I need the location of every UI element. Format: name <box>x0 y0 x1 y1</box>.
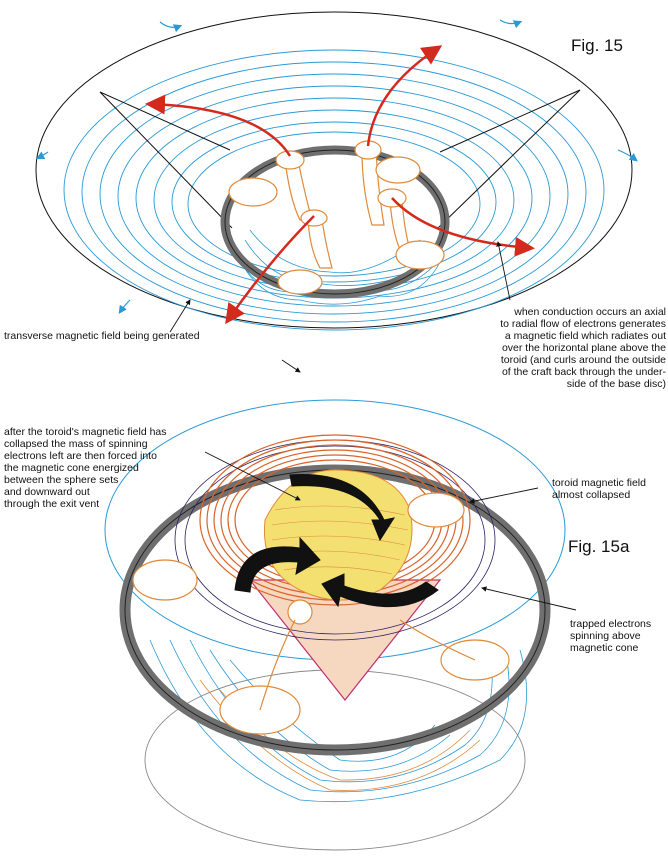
under-field-tangle <box>235 229 445 305</box>
electron-flow-arrows <box>145 45 535 325</box>
fig15a-title: Fig. 15a <box>568 537 630 556</box>
label-collapsed: after the toroid's magnetic field has co… <box>4 426 167 510</box>
field-edge-arrows <box>35 19 638 314</box>
fig15-title: Fig. 15 <box>571 36 623 55</box>
outer-disc <box>35 11 633 329</box>
label-trapped: trapped electrons spinning above magneti… <box>570 618 652 654</box>
electron-mass-lines <box>271 505 409 575</box>
fig15-sphere-stalks <box>228 140 445 295</box>
fig15a-diagram <box>104 359 577 851</box>
frame-lines <box>99 89 581 229</box>
label-toroid-field: toroid magnetic field almost collapsed <box>552 477 646 501</box>
radial-field-lines <box>63 49 605 331</box>
label-conduction: when conduction occurs an axial to radia… <box>500 306 666 390</box>
fig15a-spheres <box>132 492 510 735</box>
fig15-diagram <box>35 11 638 333</box>
label-transverse: transverse magnetic field being generate… <box>4 330 200 342</box>
fig15a-pointers <box>204 359 577 611</box>
fig15-pointers <box>169 241 511 333</box>
spin-arrows <box>234 474 439 608</box>
